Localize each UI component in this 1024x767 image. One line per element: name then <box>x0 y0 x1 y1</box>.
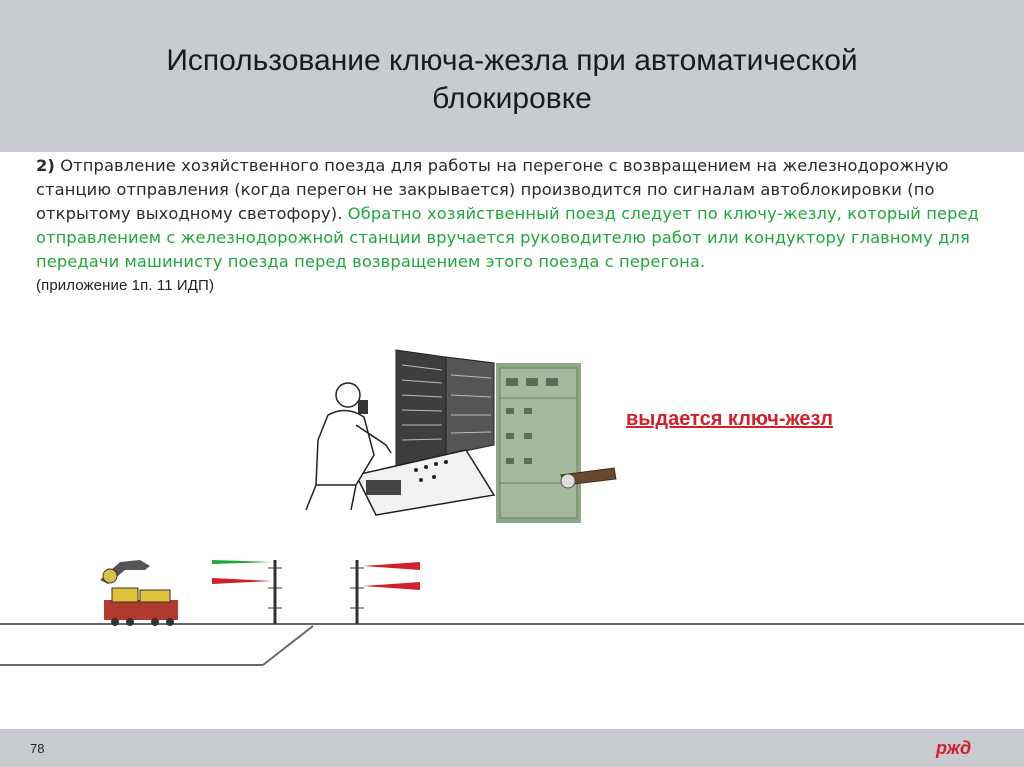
title-line-1: Использование ключа-жезла при автоматиче… <box>166 44 858 77</box>
svg-text:ржд: ржд <box>935 738 971 758</box>
paragraph-black: Отправление хозяйственного поезда для ра… <box>36 156 949 223</box>
train-icon <box>100 560 178 626</box>
footer-band <box>0 729 1024 767</box>
reference-note: (приложение 1п. 11 ИДП) <box>36 277 215 294</box>
body-text: 2) Отправление хозяйственного поезда для… <box>36 154 986 298</box>
rzd-logo: ржд <box>935 738 971 758</box>
title-line-2: блокировке <box>432 82 592 115</box>
item-number: 2) <box>36 156 55 175</box>
paragraph-green: Обратно хозяйственный поезд следует по к… <box>36 204 979 271</box>
slide-title: Использование ключа-жезла при автоматиче… <box>0 42 1024 118</box>
page-number: 78 <box>30 741 45 756</box>
track-scheme <box>0 560 1024 666</box>
dispatcher-illustration <box>296 345 496 520</box>
track-icon <box>0 623 1024 666</box>
key-staff-panel-photo <box>496 363 617 523</box>
callout-key-staff: выдается ключ-жезл <box>626 408 833 430</box>
header-band <box>0 0 1024 152</box>
signal-icon <box>212 560 282 624</box>
signal-icon <box>350 560 420 624</box>
